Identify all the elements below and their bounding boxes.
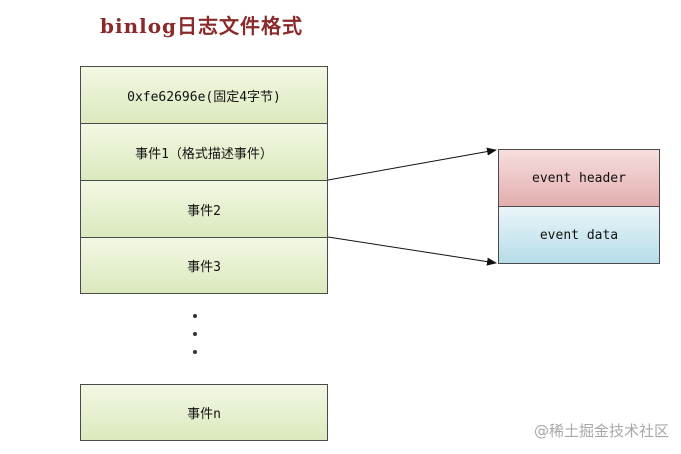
- file-row-label: 0xfe62696e(固定4字节): [127, 89, 281, 105]
- arrow-to-event-header: [327, 147, 497, 181]
- arrow-to-event-data: [327, 236, 497, 266]
- ellipsis-dot: [193, 332, 197, 336]
- file-row-label: 事件3: [187, 260, 221, 275]
- ellipsis-dot: [193, 314, 197, 318]
- event-header-box: event header: [498, 149, 660, 207]
- file-row-magic-number: 0xfe62696e(固定4字节): [80, 66, 328, 124]
- event-data-label: event data: [539, 227, 619, 243]
- watermark: @稀土掘金技术社区: [533, 422, 669, 440]
- ellipsis-dot: [193, 350, 197, 354]
- event-data-box: event data: [498, 206, 660, 264]
- ellipsis-dots: [190, 312, 200, 360]
- file-row-label: 事件2: [187, 203, 221, 219]
- diagram-title: binlog日志文件格式: [100, 14, 304, 38]
- event-header-label: event header: [532, 170, 626, 186]
- file-row-event-2: 事件2: [80, 180, 328, 238]
- file-row-label: 事件1（格式描述事件）: [135, 146, 273, 162]
- file-row-event-n: 事件n: [80, 384, 328, 441]
- file-row-label: 事件n: [187, 407, 221, 422]
- file-row-event-1: 事件1（格式描述事件）: [80, 123, 328, 181]
- file-row-event-3: 事件3: [80, 237, 328, 294]
